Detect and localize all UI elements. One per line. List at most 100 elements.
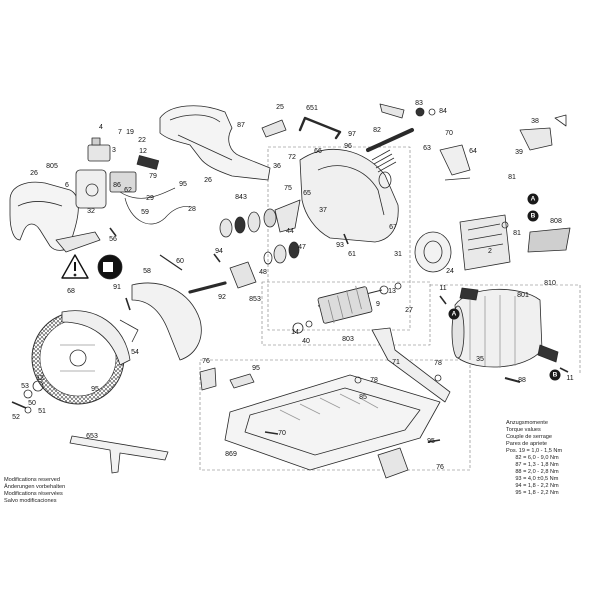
gear-housing (299, 148, 399, 243)
part-callout: 7 (118, 129, 122, 136)
part-callout: 85 (359, 394, 367, 401)
assembly-outline-housing (267, 146, 411, 331)
gear-set (219, 208, 300, 265)
lower-blade-guard (61, 310, 131, 366)
part-callout: 25 (276, 104, 284, 111)
part-callout: 4 (99, 124, 103, 131)
assembly-outline-armature (261, 281, 431, 346)
spring (371, 149, 397, 173)
wiring-harness (119, 187, 191, 225)
part-callout: 81 (508, 174, 516, 181)
part-callout: 86 (113, 182, 121, 189)
part-callout: 82 (373, 127, 381, 134)
part-callout: 84 (439, 108, 447, 115)
part-callout: 97 (348, 131, 356, 138)
torque-header: Anzugsmomente (506, 420, 548, 426)
part-callout: 63 (423, 145, 431, 152)
part-callout: 26 (30, 170, 38, 177)
depth-bracket (439, 144, 471, 181)
part-callout: 53 (21, 383, 29, 390)
torque-row: 95 = 1,8 - 2,2 Nm (506, 490, 559, 496)
part-callout: 76 (436, 464, 444, 471)
part-callout: 26 (204, 177, 212, 184)
part-callout: 88 (518, 377, 526, 384)
part-callout: 78 (434, 360, 442, 367)
part-callout: 66 (314, 148, 322, 155)
torque-rows: Pos. 19 = 1,0 - 1,5 Nm 82 = 6,0 - 9,0 Nm… (506, 448, 562, 497)
part-callout: 65 (303, 190, 311, 197)
part-callout: 805 (46, 163, 58, 170)
part-callout: 31 (394, 251, 402, 258)
part-callout: 29 (146, 195, 154, 202)
torque-row: 88 = 2,0 - 2,8 Nm (506, 469, 559, 475)
part-callout: 12 (139, 148, 147, 155)
part-callout: 91 (113, 284, 121, 291)
torque-row: Pos. 19 = 1,0 - 1,5 Nm (506, 448, 563, 454)
part-callout: 70 (278, 430, 286, 437)
part-callout: 40 (302, 338, 310, 345)
part-callout: 853 (249, 296, 261, 303)
torque-row: 94 = 1,8 - 2,2 Nm (506, 483, 559, 489)
part-callout: 11 (566, 375, 574, 382)
part-callout: 44 (286, 228, 294, 235)
flange-washer (32, 380, 44, 392)
part-callout: 28 (188, 206, 196, 213)
bevel-bracket-right (377, 447, 409, 479)
parallel-guide (69, 435, 169, 474)
spindle-lock-pin (366, 128, 414, 152)
part-callout: 75 (284, 185, 292, 192)
part-callout: 37 (319, 207, 327, 214)
part-callout: 81 (513, 230, 521, 237)
part-callout: 58 (143, 268, 151, 275)
part-callout: 808 (550, 218, 562, 225)
part-callout: 78 (370, 377, 378, 384)
part-callout: 38 (531, 118, 539, 125)
part-callout: 76 (202, 358, 210, 365)
connection-badge: A (527, 193, 539, 205)
connection-badge: A (448, 308, 460, 320)
part-callout: 35 (476, 356, 484, 363)
rear-handle (9, 181, 79, 251)
part-callout: 32 (87, 208, 95, 215)
note-line: Modifications réservées (4, 491, 63, 497)
part-callout: 51 (38, 408, 46, 415)
part-callout: 72 (288, 154, 296, 161)
insulation-sheet (527, 227, 571, 253)
bevel-bracket-left (199, 367, 217, 391)
part-callout: 95 (427, 438, 435, 445)
hex-key (298, 116, 342, 140)
part-callout: 801 (517, 292, 529, 299)
torque-header: Pares de apriete (506, 441, 548, 447)
part-callout: 96 (344, 143, 352, 150)
spindle-shaft (188, 281, 227, 294)
part-callout: 52 (12, 414, 20, 421)
wedge-plate (274, 199, 301, 233)
base-plate (224, 374, 441, 471)
part-callout: 71 (392, 359, 400, 366)
part-callout: 810 (544, 280, 556, 287)
part-callout: 27 (405, 307, 413, 314)
part-callout: 24 (446, 268, 454, 275)
spindle-lock-lever (379, 103, 405, 119)
switch-module (87, 144, 111, 162)
part-callout: 67 (389, 224, 397, 231)
part-callout: 64 (469, 148, 477, 155)
part-callout: 56 (109, 236, 117, 243)
part-callout: 9 (376, 301, 380, 308)
top-handle (159, 105, 271, 181)
part-callout: 94 (215, 248, 223, 255)
part-callout: 12 (36, 375, 44, 382)
torque-row: 87 = 1,3 - 1,8 Nm (506, 462, 559, 468)
part-callout: 95 (179, 181, 187, 188)
torque-header: Couple de serrage (506, 434, 553, 440)
torque-row: 93 = 4,0 ±0,5 Nm (506, 476, 559, 482)
part-callout: 22 (138, 137, 146, 144)
part-callout: 11 (439, 285, 447, 292)
note-line: Modifications reserved (4, 477, 60, 483)
part-callout: 653 (86, 433, 98, 440)
part-callout: 13 (388, 288, 396, 295)
part-callout: 79 (149, 173, 157, 180)
part-callout: 50 (28, 400, 36, 407)
part-callout: 19 (126, 129, 134, 136)
part-callout: 869 (225, 451, 237, 458)
